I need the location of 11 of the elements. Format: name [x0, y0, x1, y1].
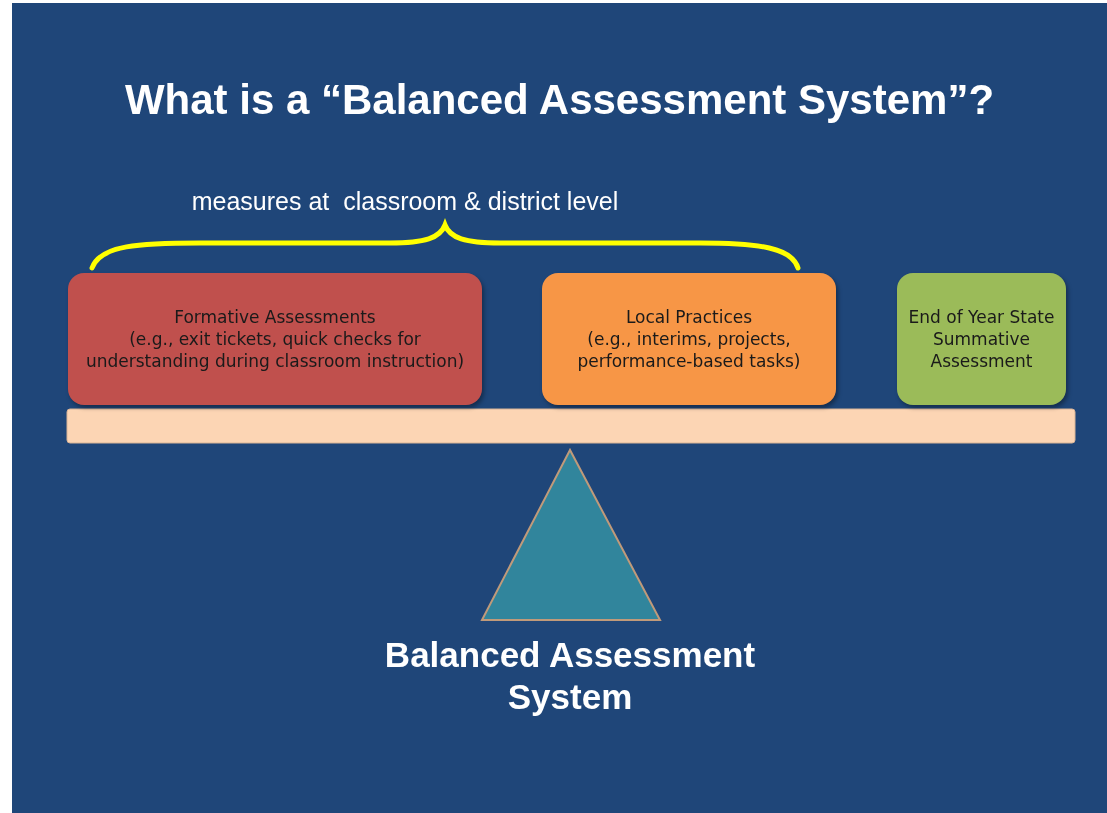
box-text: (e.g., exit tickets, quick checks for understanding during classroom instruction) — [84, 327, 466, 373]
title: What is a “Balanced Assessment System”? — [123, 75, 996, 125]
assessment-box — [897, 273, 1066, 405]
brace-label: measures at classroom & district level — [190, 186, 620, 216]
box-heading: Local Practices — [625, 305, 753, 328]
box-heading: Formative Assessments — [174, 305, 376, 328]
assessment-box — [68, 273, 482, 405]
box-text: (e.g., interims, projects, performance-based tasks) — [576, 327, 802, 373]
assessment-box — [542, 273, 836, 405]
base-label: Balanced Assessment System — [383, 634, 757, 718]
box-text: End of Year State Summative Assessment — [907, 305, 1056, 373]
